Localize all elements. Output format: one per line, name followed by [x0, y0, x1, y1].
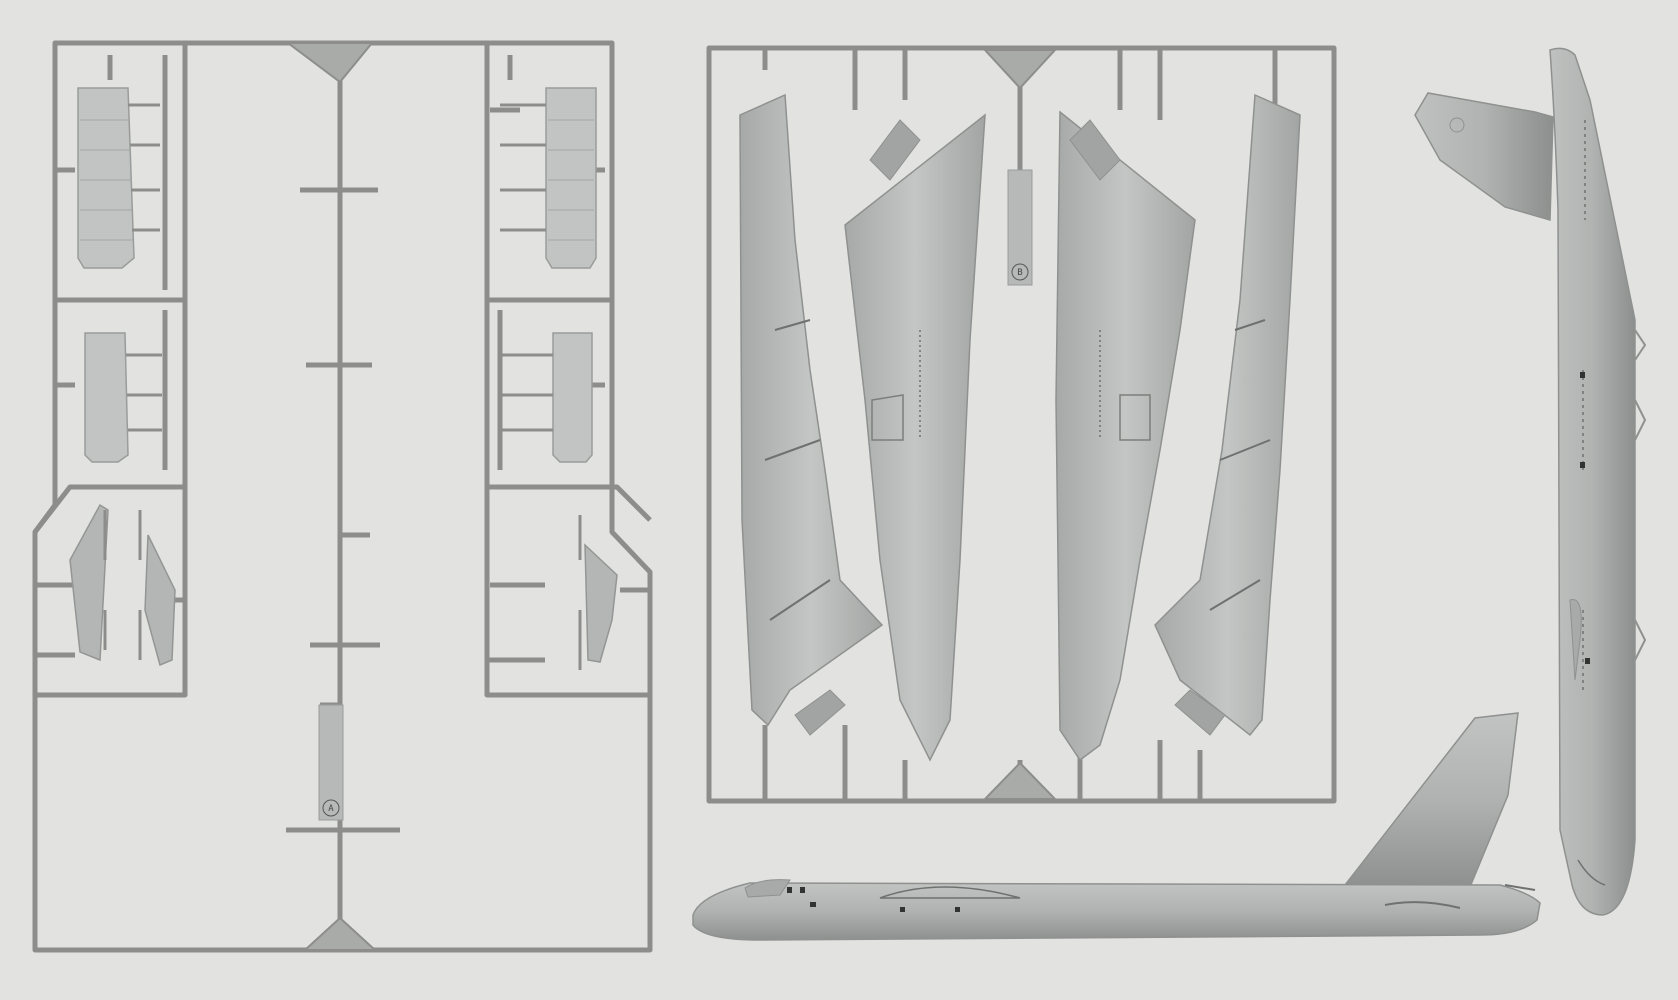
sprue-b-parts: B: [739, 93, 1301, 762]
sprue-a-parts: A: [69, 87, 618, 821]
fuselage-half-horizontal: [692, 712, 1541, 941]
horizontal-stabilizer-part: [1414, 92, 1554, 221]
sprue-label-tab-a: A: [318, 704, 344, 821]
sprue-label-tab-b: B: [1007, 169, 1033, 286]
bay-door-part: [77, 87, 160, 269]
bay-door-part: [500, 87, 597, 269]
bay-door-part: [84, 332, 162, 463]
sprue-gate-a-bottom: [302, 916, 378, 951]
engine-pylon-part: [578, 515, 618, 670]
sprue-tag-a: A: [328, 804, 334, 814]
sprue-tag-b: B: [1017, 268, 1022, 278]
fuselage-half-vertical: [1414, 47, 1647, 916]
sprue-gate-a-top: [285, 42, 375, 84]
sprue-gate-b-top: [982, 49, 1058, 90]
sprue-gate-b-bottom: [982, 761, 1058, 800]
tail-fin-part: [1343, 712, 1519, 888]
engine-pylon-part: [69, 503, 176, 667]
outer-wing-right-part: [1154, 93, 1301, 737]
outer-wing-left-part: [739, 93, 884, 727]
inner-wing-left-part: [844, 113, 986, 762]
inner-wing-right-part: [1055, 110, 1196, 762]
bay-door-part: [500, 332, 593, 463]
